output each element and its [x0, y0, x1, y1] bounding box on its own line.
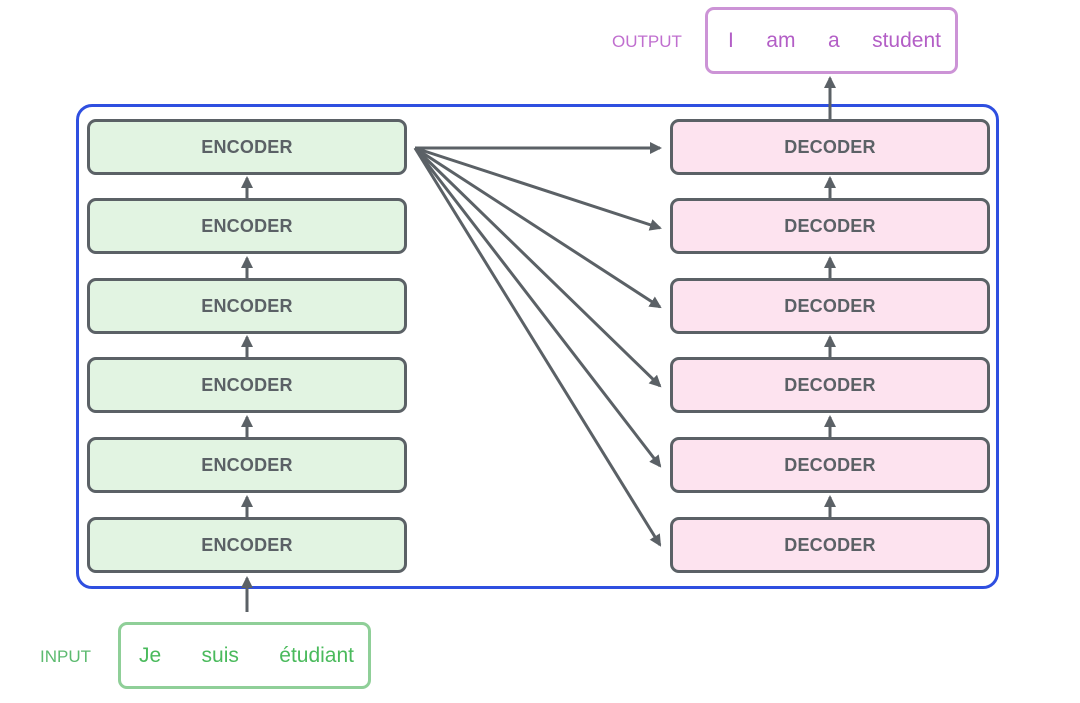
input-label: INPUT [40, 647, 91, 666]
model-container-box [76, 104, 999, 589]
output-label: OUTPUT [612, 32, 682, 51]
encoder-block-6: ENCODER [87, 119, 407, 175]
encoder-label: ENCODER [201, 295, 293, 316]
decoder-block-4: DECODER [670, 278, 990, 334]
encoder-label: ENCODER [201, 534, 293, 555]
encoder-to-decoder-arrow [414, 146, 662, 231]
decoder-block-6: DECODER [670, 119, 990, 175]
decoder-label: DECODER [784, 295, 876, 316]
encoder-label: ENCODER [201, 454, 293, 475]
decoder-label: DECODER [784, 215, 876, 236]
encoder-to-decoder-arrow [413, 147, 662, 468]
encoder-to-decoder-arrow [413, 146, 662, 388]
encoder-label: ENCODER [201, 215, 293, 236]
decoder-block-3: DECODER [670, 357, 990, 413]
output-word: I [728, 28, 734, 52]
input-word: étudiant [279, 643, 354, 667]
input-sentence-box: Je suis étudiant [118, 622, 371, 689]
decoder-block-1: DECODER [670, 517, 990, 573]
encoder-to-decoder-arrow [414, 146, 662, 309]
encoder-label: ENCODER [201, 374, 293, 395]
encoder-label: ENCODER [201, 136, 293, 157]
output-word: am [766, 28, 796, 52]
decoder-label: DECODER [784, 534, 876, 555]
output-sentence-box: I am a student [705, 7, 958, 74]
decoder-label: DECODER [784, 454, 876, 475]
output-word: a [827, 28, 840, 52]
decoder-label: DECODER [784, 374, 876, 395]
decoder-block-5: DECODER [670, 198, 990, 254]
encoder-block-4: ENCODER [87, 278, 407, 334]
encoder-block-1: ENCODER [87, 517, 407, 573]
decoder-label: DECODER [784, 136, 876, 157]
encoder-block-5: ENCODER [87, 198, 407, 254]
input-word: Je [139, 643, 162, 667]
input-word: suis [201, 643, 239, 667]
decoder-block-2: DECODER [670, 437, 990, 493]
encoder-block-3: ENCODER [87, 357, 407, 413]
encoder-block-2: ENCODER [87, 437, 407, 493]
output-word: student [872, 28, 941, 52]
encoder-to-decoder-arrow [413, 147, 662, 547]
